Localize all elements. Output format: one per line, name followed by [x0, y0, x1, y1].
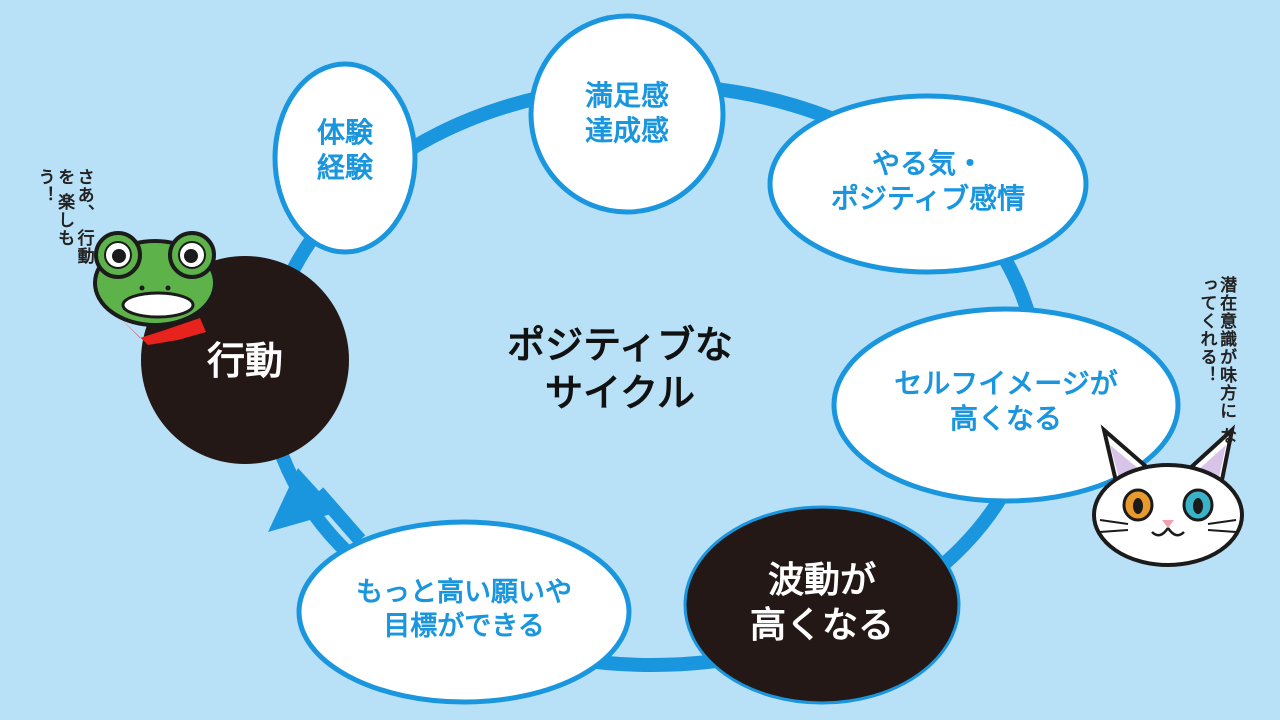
- node-satisfaction-circle: [528, 13, 726, 215]
- diagram-title: ポジティブな サイクル: [507, 323, 733, 415]
- cat-speech: 潜在意識が味方に なってくれる！: [1196, 276, 1237, 445]
- node-goals-circle: [296, 519, 632, 705]
- node-vibration-label: 波動が 高くなる: [749, 560, 894, 646]
- node-motivation-label: やる気・ ポジティブ感情: [830, 147, 1026, 215]
- cat-nose: [1162, 520, 1174, 528]
- node-self-image-circle: [831, 306, 1181, 504]
- node-experience-circle: [272, 61, 418, 255]
- node-motivation-circle: [767, 93, 1089, 275]
- node-action-label: 行動: [206, 339, 283, 383]
- cycle-arrow-head: [268, 468, 338, 532]
- cat-mascot: [1092, 424, 1244, 567]
- frog-scarf: [122, 318, 206, 345]
- node-self-image-label: セルフイメージが 高くなる: [894, 367, 1118, 435]
- node-experience-label: 体験 経験: [316, 116, 373, 184]
- frog-mascot: [93, 231, 217, 345]
- frog-pupil-right: [184, 249, 198, 263]
- frog-speech: さあ、 行動を 楽しもう！: [34, 168, 94, 265]
- node-goals-label: もっと高い願いや 目標ができる: [356, 577, 572, 642]
- frog-mouth: [121, 291, 195, 319]
- cat-head: [1092, 463, 1244, 567]
- frog-pupil-left: [112, 249, 126, 263]
- node-vibration-circle: [683, 505, 961, 705]
- cycle-arrow-shaft: [312, 487, 366, 545]
- node-satisfaction-label: 満足感 達成感: [584, 79, 669, 147]
